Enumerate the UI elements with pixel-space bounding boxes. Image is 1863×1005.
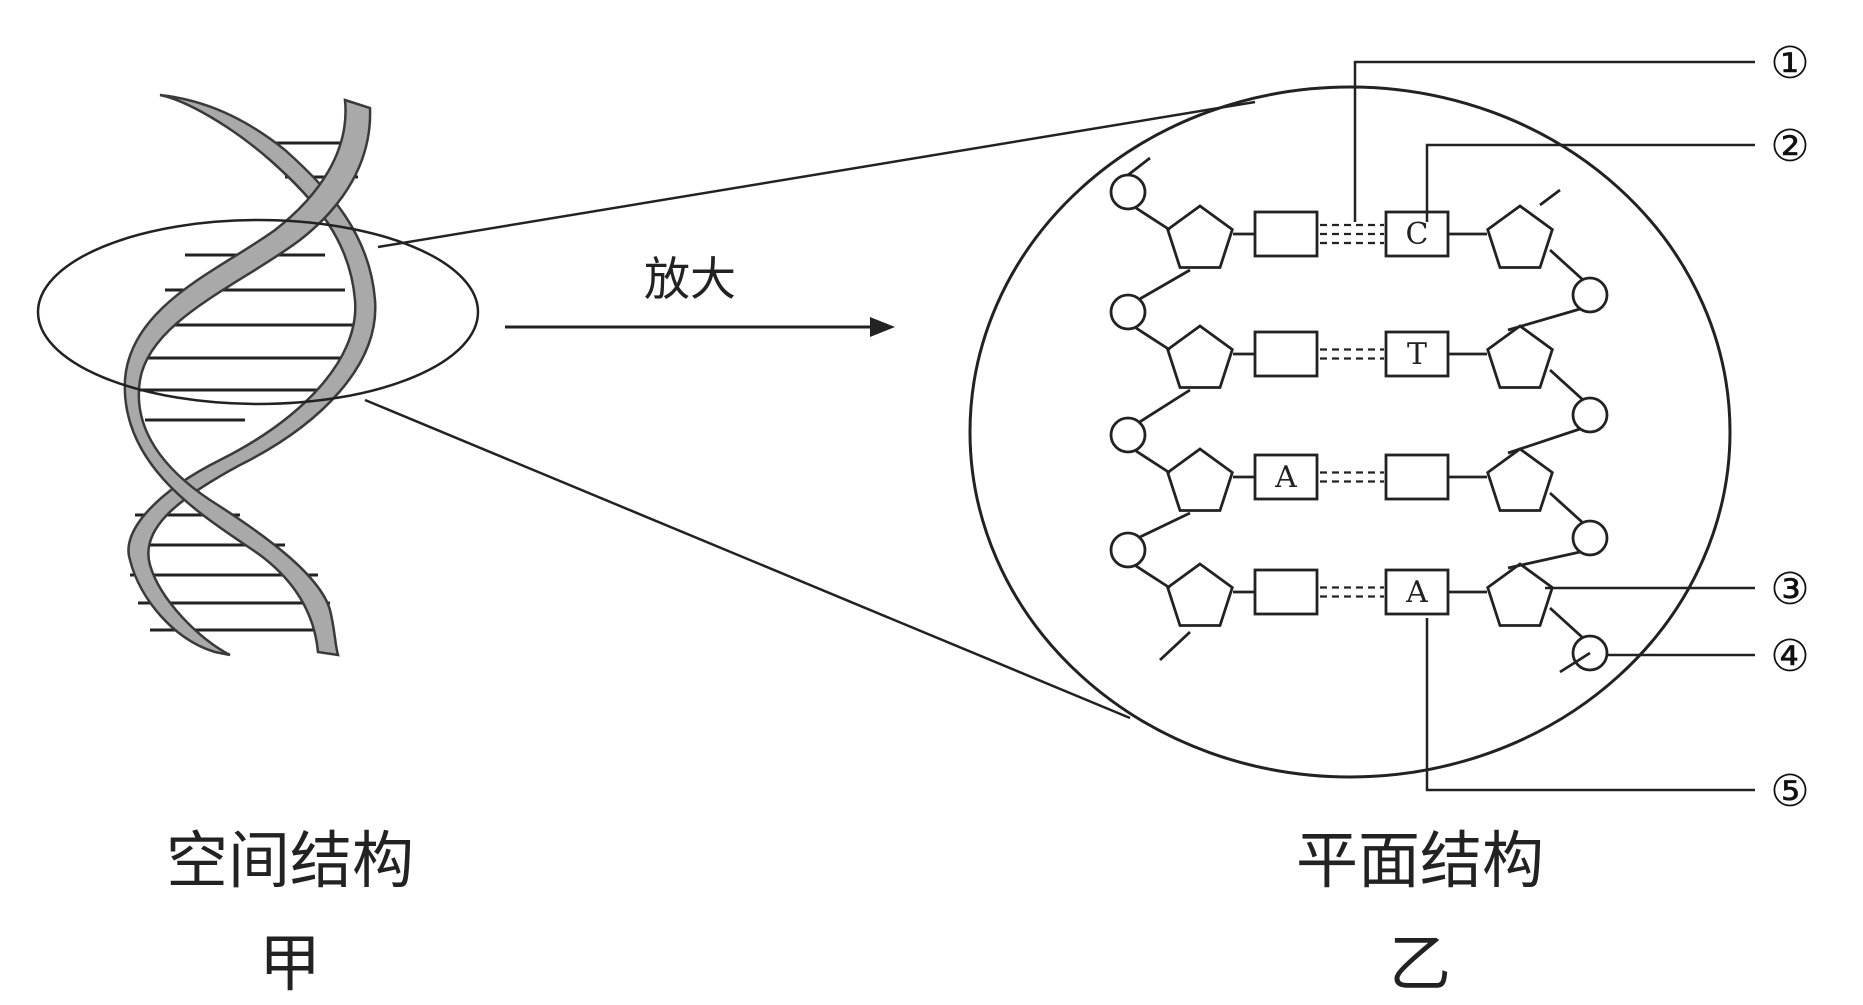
callout-leader-5 bbox=[1425, 618, 1755, 792]
base-right-letter-4: A bbox=[1405, 575, 1428, 610]
left-caption: 甲 bbox=[259, 927, 321, 1000]
backbone-left-a-1 bbox=[1135, 206, 1171, 232]
left-title: 空间结构 bbox=[166, 824, 414, 897]
phosphate-right-2 bbox=[1571, 396, 1609, 434]
phosphate-left-2 bbox=[1109, 293, 1147, 331]
deoxyribose-left-2 bbox=[1166, 324, 1234, 389]
magnify-region-ellipse bbox=[36, 218, 480, 406]
callout-leader-2 bbox=[1425, 143, 1755, 222]
backbone-right-a-3 bbox=[1549, 491, 1583, 524]
right-caption: 乙 bbox=[1389, 927, 1451, 1000]
deoxyribose-right-4 bbox=[1486, 562, 1554, 627]
double-helix-illustration bbox=[36, 93, 480, 657]
base-left-1 bbox=[1253, 210, 1319, 258]
strand-end-bottom-right bbox=[1559, 651, 1591, 674]
magnified-circle bbox=[968, 85, 1732, 779]
base-right-3 bbox=[1384, 453, 1450, 501]
helix-rungs bbox=[128, 141, 358, 632]
base-right-2 bbox=[1384, 330, 1450, 378]
base-left-2 bbox=[1253, 330, 1319, 378]
strand-end-bottom-left bbox=[1159, 630, 1191, 662]
strand-end-top-left bbox=[1127, 156, 1151, 177]
backbone-right-a-2 bbox=[1549, 368, 1583, 401]
backbone-left-a-2 bbox=[1135, 326, 1171, 352]
planar-structure-illustration: C T A A bbox=[968, 60, 1755, 792]
deoxyribose-left-4 bbox=[1166, 562, 1234, 627]
helix-strand-a bbox=[127, 93, 377, 657]
callout-2: ② bbox=[1770, 121, 1809, 172]
right-title: 平面结构 bbox=[1296, 824, 1544, 897]
backbone-left-b-2 bbox=[1137, 388, 1191, 425]
deoxyribose-right-2 bbox=[1486, 324, 1554, 389]
base-right-letter-1: C bbox=[1406, 217, 1429, 252]
magnify-arrow bbox=[505, 317, 895, 337]
base-left-3 bbox=[1253, 453, 1319, 501]
callout-3: ③ bbox=[1770, 564, 1809, 615]
base-right-1 bbox=[1384, 210, 1450, 258]
phosphate-right-3 bbox=[1571, 519, 1609, 557]
callout-leader-1 bbox=[1353, 60, 1755, 222]
base-left-letter-3: A bbox=[1274, 460, 1297, 495]
base-left-4 bbox=[1253, 568, 1319, 616]
deoxyribose-right-1 bbox=[1486, 204, 1554, 269]
backbone-left-a-3 bbox=[1135, 449, 1171, 475]
backbone-left-a-4 bbox=[1135, 564, 1171, 590]
backbone-left-b-3 bbox=[1137, 511, 1191, 540]
phosphate-left-4 bbox=[1109, 531, 1147, 569]
base-right-letter-2: T bbox=[1407, 337, 1427, 372]
strand-end-top-right bbox=[1539, 188, 1561, 207]
backbone-right-a-1 bbox=[1549, 248, 1583, 281]
callout-4: ④ bbox=[1770, 631, 1809, 682]
magnify-label: 放大 bbox=[644, 252, 736, 306]
callout-5: ⑤ bbox=[1770, 766, 1809, 817]
callout-leaders bbox=[1353, 60, 1755, 792]
deoxyribose-right-3 bbox=[1486, 447, 1554, 512]
zoom-guide-lines bbox=[364, 100, 1256, 720]
base-right-4 bbox=[1384, 568, 1450, 616]
callout-1: ① bbox=[1770, 38, 1809, 89]
phosphate-left-1 bbox=[1109, 173, 1147, 211]
deoxyribose-left-3 bbox=[1166, 447, 1234, 512]
phosphate-left-3 bbox=[1109, 416, 1147, 454]
phosphate-right-1 bbox=[1571, 276, 1609, 314]
backbone-right-a-4 bbox=[1549, 606, 1583, 639]
deoxyribose-left-1 bbox=[1166, 204, 1234, 269]
helix-strand-b bbox=[123, 98, 372, 657]
backbone-left-b-1 bbox=[1137, 268, 1191, 302]
